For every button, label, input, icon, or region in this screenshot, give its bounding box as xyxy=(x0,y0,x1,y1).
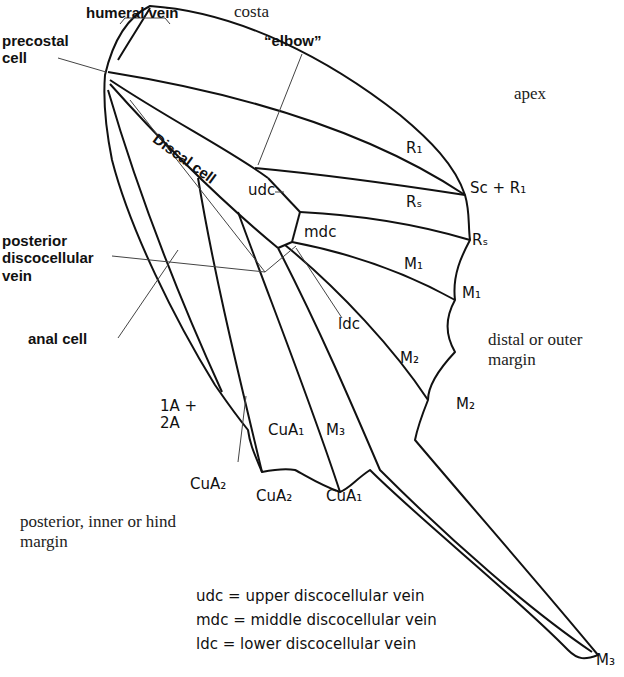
vein-name: CuA₁ xyxy=(326,488,362,505)
vein-name: 1A + 2A xyxy=(160,398,212,433)
m2-vein xyxy=(285,245,428,400)
vein-name: M₂ xyxy=(456,396,475,413)
vein-name: M₁ xyxy=(462,285,481,302)
vein-name: CuA₂ xyxy=(256,488,292,505)
cell-name: anal cell xyxy=(28,330,87,347)
vein-name: posterior discocellular vein xyxy=(2,232,114,284)
vein-name: Sc + R₁ xyxy=(470,180,526,197)
vein-name: M₂ xyxy=(400,350,419,367)
posterior-leader xyxy=(112,100,296,272)
precostal-leader xyxy=(58,58,106,72)
ldc-leader xyxy=(296,248,342,318)
legend-line: mdc = middle discocellular vein xyxy=(196,612,437,629)
cell-name: Discal cell xyxy=(150,130,220,187)
vein-abbrev: mdc xyxy=(304,224,336,241)
vein-abbrev: udc xyxy=(248,182,275,199)
anal-cell-leader xyxy=(118,250,178,338)
anal-vein xyxy=(108,90,222,392)
cua2-cell-leader xyxy=(238,396,246,462)
vein-name: humeral vein xyxy=(86,4,179,21)
legend-line: ldc = lower discocellular vein xyxy=(196,636,416,653)
cell-name: precostal cell xyxy=(2,32,82,67)
vein-name: Rₛ xyxy=(406,194,422,211)
sc-r1-vein xyxy=(108,72,465,195)
mdc-vein xyxy=(292,212,300,242)
feature-name: “elbow” xyxy=(264,32,322,49)
vein-name: M₁ xyxy=(404,256,423,273)
r1-vein xyxy=(255,168,465,195)
vein-abbrev: ldc xyxy=(338,316,360,333)
region-name: apex xyxy=(514,84,546,104)
elbow-leader xyxy=(258,54,302,165)
vein-name: CuA₁ xyxy=(268,422,304,439)
vein-name: M₃ xyxy=(326,422,345,439)
region-name: costa xyxy=(234,2,269,22)
cua2-vein xyxy=(198,178,262,472)
cua1-vein xyxy=(238,212,340,492)
region-name: distal or outer margin xyxy=(488,330,618,369)
vein-name: CuA₂ xyxy=(190,476,226,493)
legend-line: udc = upper discocellular vein xyxy=(196,588,424,605)
vein-name: M₃ xyxy=(596,652,615,669)
vein-name: Rₛ xyxy=(472,232,488,249)
region-name: posterior, inner or hind margin xyxy=(20,512,210,551)
udc-leader xyxy=(275,192,284,193)
vein-name: R₁ xyxy=(406,140,422,157)
discal-cell-lower xyxy=(110,84,278,248)
